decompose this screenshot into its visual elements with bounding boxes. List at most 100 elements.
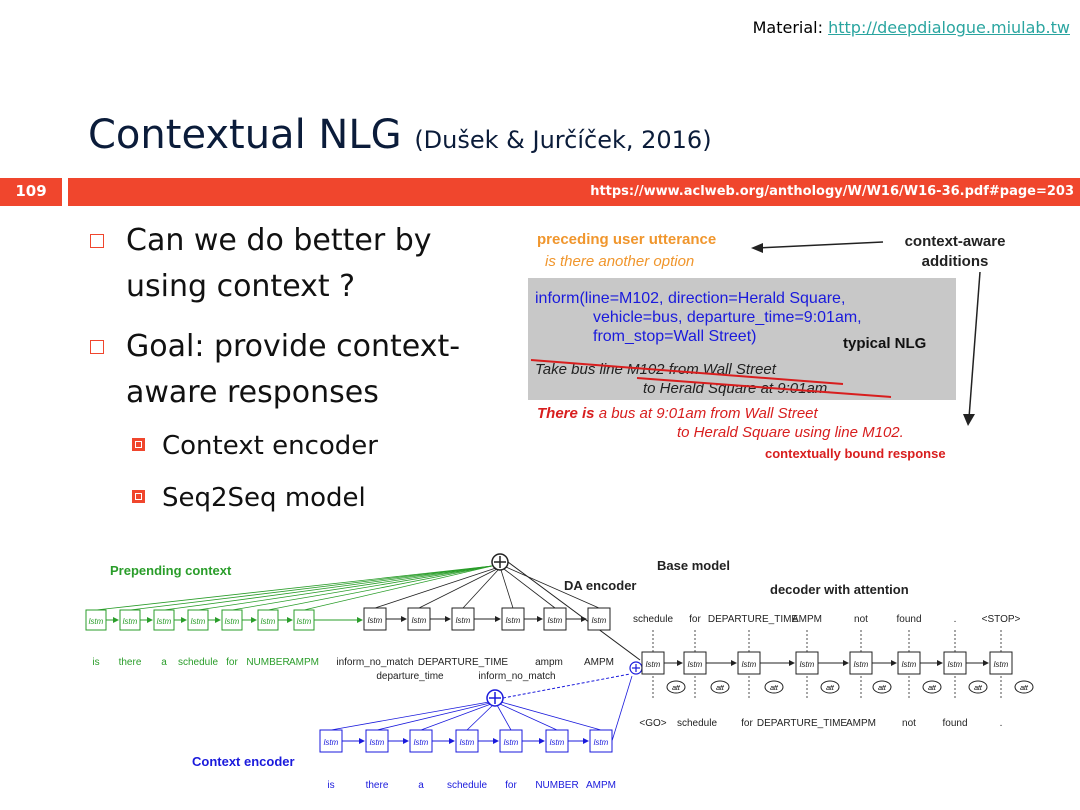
token-label: is [327,780,334,791]
svg-text:lstm: lstm [742,660,757,669]
token-label: AMPM [289,657,319,668]
svg-text:lstm: lstm [504,738,519,747]
context-encoder-row: lstm lstm lstm lstm lstm lstm lstm is th… [319,675,633,791]
slide-title: Contextual NLG (Dušek & Jurčíček, 2016) [88,112,712,158]
input-token: DEPARTURE_TIME [757,718,848,729]
arrow-line [756,241,884,249]
lstm-cell: lstm [451,607,475,631]
svg-text:lstm: lstm [594,738,609,747]
plus-node-decoder [629,661,643,675]
lstm-cell: lstm [501,607,525,631]
output-token: not [854,614,868,625]
lstm-cell: lstm [365,729,389,753]
lstm-cell: lstm [85,609,107,631]
contextual-response-line: to Herald Square using line M102. [677,424,904,441]
attention-node: att [968,680,988,694]
svg-text:lstm: lstm [261,617,276,626]
sub-bullet-item: Seq2Seq model [132,472,378,524]
attention-node: att [820,680,840,694]
title-main: Contextual NLG [88,112,402,158]
token-label: AMPM [586,780,616,791]
svg-text:att: att [928,685,937,692]
prepend-row: lstm lstm lstm lstm lstm lstm lstm is th… [85,565,493,668]
svg-text:lstm: lstm [368,616,383,625]
lstm-cell: lstm [795,651,819,675]
prepending-context-label: Prepending context [110,563,232,578]
output-token: <STOP> [982,614,1021,625]
token-label: schedule [178,657,218,668]
sub-bullet-text: Context encoder [162,431,378,461]
sub-bullet-square-icon [132,438,145,451]
lstm-cell: lstm [545,729,569,753]
token-label: inform_no_match [478,671,555,682]
output-token: . [954,614,957,625]
svg-text:lstm: lstm [370,738,385,747]
attention-node: att [872,680,892,694]
lstm-cell: lstm [943,651,967,675]
arrowhead-icon [963,414,975,426]
architecture-diagram: Prepending context Base model DA encoder… [85,553,1034,791]
preceding-utterance-text: is there another option [545,253,694,270]
lstm-cell: lstm [499,729,523,753]
svg-text:lstm: lstm [89,617,104,626]
token-label: is [92,657,99,668]
token-label: there [366,780,389,791]
bullet-line: aware responses [126,375,379,410]
lstm-cell: lstm [119,609,141,631]
context-encoder-label: Context encoder [192,754,295,769]
svg-text:att: att [826,685,835,692]
bullet-item: Goal: provide context- aware responses [90,324,460,416]
attention-node: att [666,680,686,694]
svg-text:lstm: lstm [994,660,1009,669]
attention-node: att [710,680,730,694]
strike-line [636,377,892,398]
lstm-cell: lstm [897,651,921,675]
svg-text:lstm: lstm [191,617,206,626]
token-label: AMPM [584,657,614,668]
material-credit: Material: http://deepdialogue.miulab.tw [753,18,1070,37]
da-line: vehicle=bus, departure_time=9:01am, [593,309,862,326]
lstm-cell: lstm [455,729,479,753]
svg-text:att: att [1020,685,1029,692]
lstm-cell: lstm [737,651,761,675]
arrow-line [968,271,981,419]
svg-text:lstm: lstm [800,660,815,669]
svg-text:lstm: lstm [854,660,869,669]
token-label: departure_time [376,671,444,682]
lstm-cell: lstm [849,651,873,675]
material-link[interactable]: http://deepdialogue.miulab.tw [828,18,1070,37]
attention-node: att [1014,680,1034,694]
input-token: not [902,718,916,729]
output-token: AMPM [792,614,822,625]
lstm-cell: lstm [589,729,613,753]
attention-node: att [764,680,784,694]
sub-bullet-square-icon [132,490,145,503]
response-bold: There is [537,405,595,422]
contextual-nlg-example-figure: preceding user utterance is there anothe… [528,231,1005,461]
lstm-cell: lstm [153,609,175,631]
bullet-item: Can we do better by using context ? [90,218,460,310]
token-label: there [119,657,142,668]
material-label: Material: [752,18,829,37]
da-line: inform(line=M102, direction=Herald Squar… [535,290,845,307]
lstm-cell: lstm [641,651,665,675]
token-label: a [161,657,167,668]
sub-bullet-text: Seq2Seq model [162,483,366,513]
title-underline-bar [68,178,1080,206]
struck-output-line: to Herald Square at 9:01am. [643,380,831,397]
svg-text:att: att [716,685,725,692]
plus-node-context [486,689,504,707]
lstm-cell: lstm [587,607,611,631]
token-label: for [505,780,517,791]
base-model-label: Base model [657,558,730,573]
sub-bullet-list: Context encoder Seq2Seq model [132,420,378,524]
svg-text:lstm: lstm [550,738,565,747]
output-token: for [689,614,701,625]
svg-text:lstm: lstm [414,738,429,747]
token-label: for [226,657,238,668]
svg-text:lstm: lstm [506,616,521,625]
svg-text:lstm: lstm [948,660,963,669]
response-rest: a bus at 9:01am from Wall Street [595,405,819,422]
decoder-with-attention-label: decoder with attention [770,582,909,597]
output-token: found [896,614,921,625]
